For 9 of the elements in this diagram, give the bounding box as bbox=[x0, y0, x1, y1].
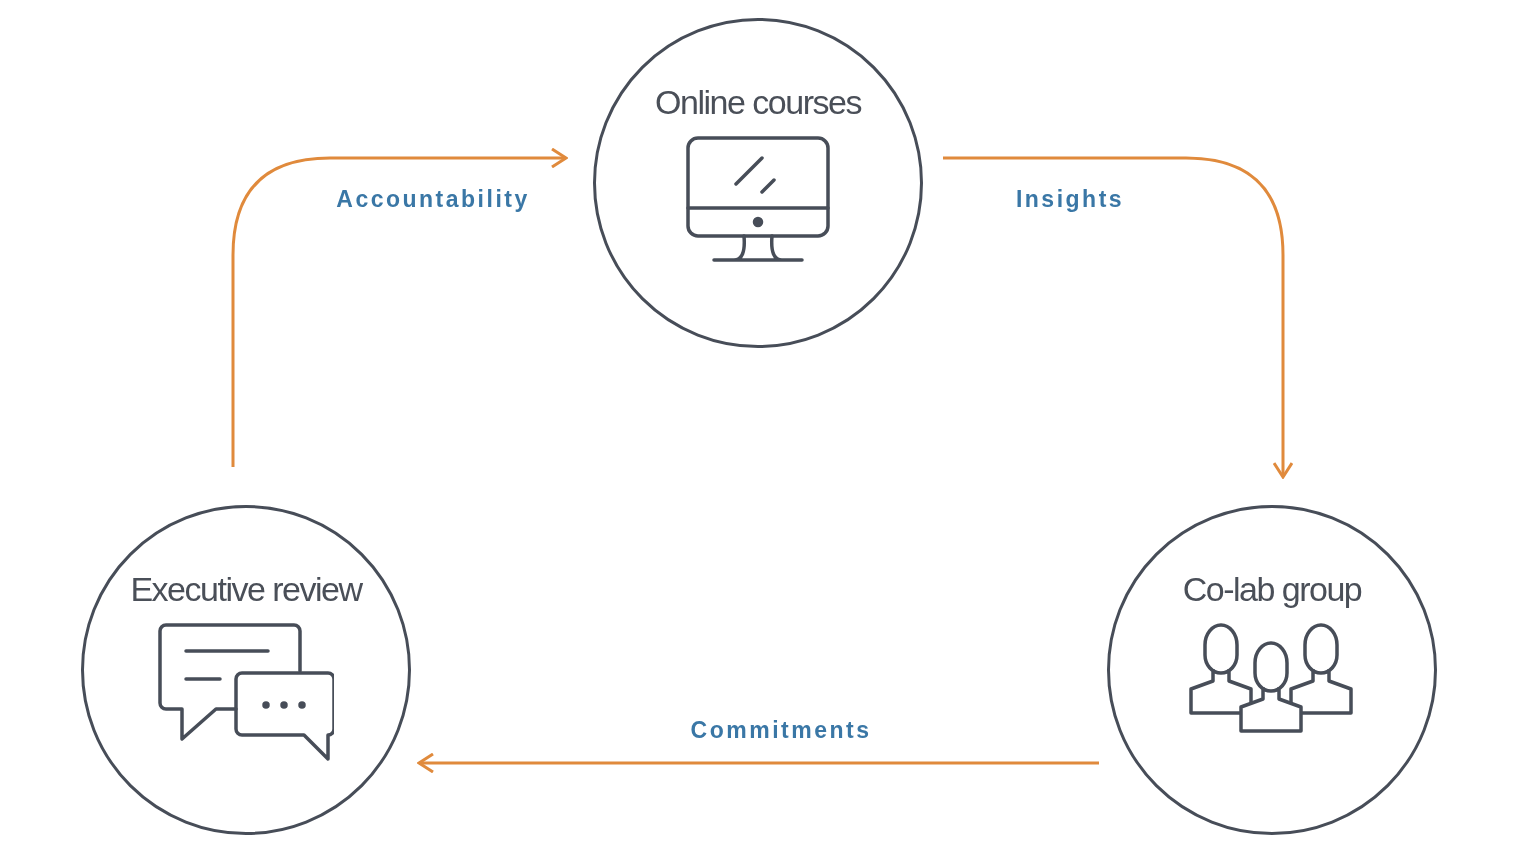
node-title: Co-lab group bbox=[1182, 570, 1362, 609]
edge-label: Insights bbox=[1015, 185, 1125, 213]
node-title: Executive review bbox=[130, 570, 362, 609]
edge-label: Commitments bbox=[690, 716, 872, 744]
arrow bbox=[943, 156, 1294, 479]
arrow bbox=[417, 752, 1099, 774]
edge-label: Accountability bbox=[336, 185, 530, 213]
node-title: Online courses bbox=[655, 83, 861, 122]
arrow bbox=[231, 147, 568, 467]
